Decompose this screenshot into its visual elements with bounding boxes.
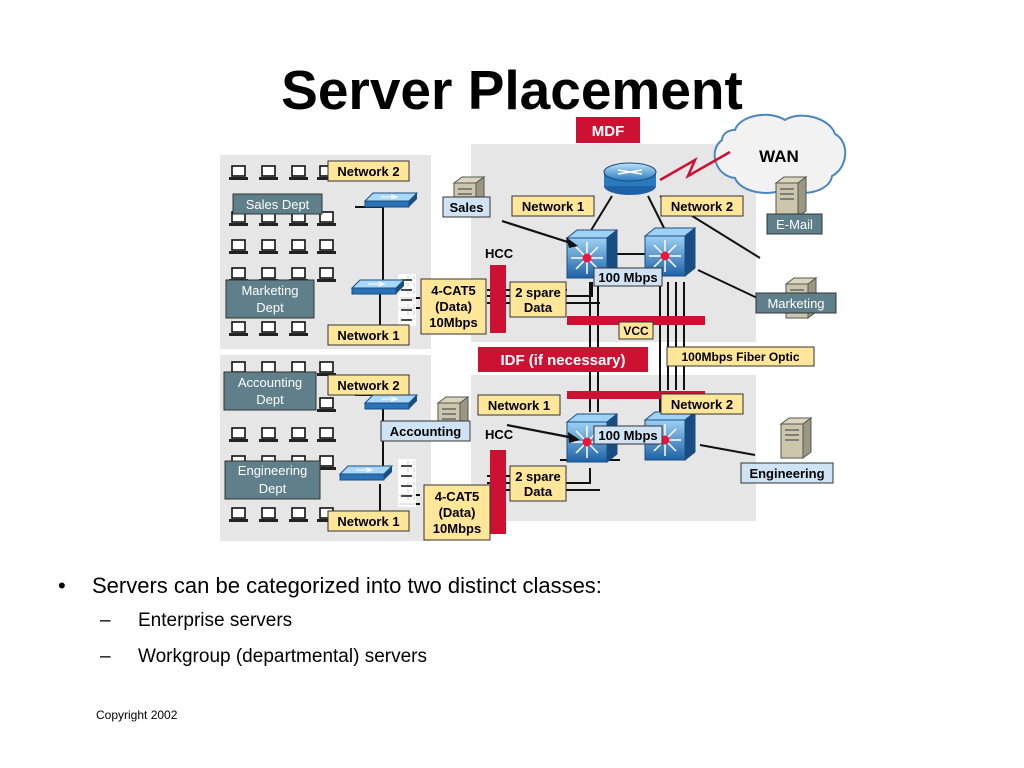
label-marketing-server: Marketing bbox=[755, 292, 837, 314]
label-accounting-server: Accounting bbox=[380, 420, 471, 442]
bullet-text: Servers can be categorized into two dist… bbox=[92, 573, 602, 598]
label-engineering-dept: Engineering Dept bbox=[224, 460, 321, 500]
label-email-server: E-Mail bbox=[766, 213, 823, 235]
copyright: Copyright 2002 bbox=[96, 708, 178, 722]
label-speed-bottom: 100 Mbps bbox=[593, 425, 663, 445]
svg-text:Accounting: Accounting bbox=[390, 424, 462, 439]
svg-text:Network 1: Network 1 bbox=[522, 199, 584, 214]
svg-text:10Mbps: 10Mbps bbox=[433, 521, 481, 536]
router-icon bbox=[603, 162, 657, 195]
svg-text:Network 1: Network 1 bbox=[337, 514, 399, 529]
svg-text:Sales: Sales bbox=[450, 200, 484, 215]
svg-text:IDF (if necessary): IDF (if necessary) bbox=[500, 352, 625, 369]
svg-text:100Mbps Fiber Optic: 100Mbps Fiber Optic bbox=[681, 350, 799, 364]
label-fiber-optic: 100Mbps Fiber Optic bbox=[666, 346, 815, 367]
label-network1-upper-floor: Network 1 bbox=[327, 324, 410, 346]
sub-bullet-text: Enterprise servers bbox=[138, 610, 293, 631]
hub-engineering-icon bbox=[339, 465, 393, 481]
label-network2-mdf: Network 2 bbox=[660, 195, 744, 217]
svg-text:E-Mail: E-Mail bbox=[776, 217, 813, 232]
svg-text:2 spare: 2 spare bbox=[515, 469, 561, 484]
bullet-dot: • bbox=[58, 573, 66, 598]
svg-text:Sales Dept: Sales Dept bbox=[246, 197, 310, 212]
label-cat5-lower: 4-CAT5 (Data) 10Mbps bbox=[423, 484, 491, 541]
label-hcc-top: HCC bbox=[485, 246, 514, 261]
server-email-icon bbox=[775, 176, 807, 218]
bullet-list: • Servers can be categorized into two dis… bbox=[58, 571, 602, 679]
svg-text:(Data): (Data) bbox=[439, 505, 476, 520]
vcc-bar-bottom bbox=[567, 391, 705, 399]
svg-text:Engineering: Engineering bbox=[749, 466, 824, 481]
label-hcc-bottom: HCC bbox=[485, 427, 514, 442]
svg-text:Data: Data bbox=[524, 484, 553, 499]
server-engineering-icon bbox=[780, 417, 812, 459]
svg-text:Data: Data bbox=[524, 300, 553, 315]
label-network2-lower-floor: Network 2 bbox=[327, 374, 410, 396]
svg-text:4-CAT5: 4-CAT5 bbox=[431, 283, 476, 298]
svg-text:VCC: VCC bbox=[623, 324, 649, 338]
bullet-item: • Servers can be categorized into two dis… bbox=[58, 571, 602, 601]
label-sales-server: Sales bbox=[442, 196, 491, 218]
label-accounting-dept: Accounting Dept bbox=[223, 371, 317, 411]
svg-text:Dept: Dept bbox=[256, 300, 284, 315]
hcc-bar-top bbox=[490, 265, 506, 333]
sub-bullet-dash: – bbox=[100, 646, 111, 667]
svg-text:Network 2: Network 2 bbox=[671, 397, 733, 412]
label-speed-top: 100 Mbps bbox=[593, 267, 663, 287]
svg-text:10Mbps: 10Mbps bbox=[429, 315, 477, 330]
slide-title: Server Placement bbox=[281, 59, 743, 121]
label-spare-data-bottom: 2 spare Data bbox=[509, 465, 567, 502]
vcc-bar-top bbox=[567, 316, 705, 325]
svg-text:100 Mbps: 100 Mbps bbox=[598, 428, 657, 443]
svg-text:Network 1: Network 1 bbox=[337, 328, 399, 343]
label-network1-lower-floor: Network 1 bbox=[327, 510, 410, 532]
svg-text:Network 1: Network 1 bbox=[488, 398, 550, 413]
svg-text:2 spare: 2 spare bbox=[515, 285, 561, 300]
hub-accounting-icon bbox=[364, 394, 418, 410]
svg-text:Network 2: Network 2 bbox=[671, 199, 733, 214]
svg-text:Network 2: Network 2 bbox=[337, 378, 399, 393]
svg-text:100 Mbps: 100 Mbps bbox=[598, 270, 657, 285]
hub-marketing-icon bbox=[351, 279, 405, 295]
hcc-bar-bottom bbox=[490, 450, 506, 534]
svg-text:Marketing: Marketing bbox=[767, 296, 824, 311]
svg-text:Dept: Dept bbox=[256, 392, 284, 407]
label-network1-lower-mdf: Network 1 bbox=[477, 394, 561, 416]
mdf-tab bbox=[576, 117, 640, 143]
svg-text:Engineering: Engineering bbox=[238, 463, 307, 478]
label-marketing-dept: Marketing Dept bbox=[225, 279, 315, 319]
svg-text:Network 2: Network 2 bbox=[337, 164, 399, 179]
sub-bullet-item: – Enterprise servers bbox=[100, 607, 602, 635]
label-network1-mdf: Network 1 bbox=[511, 195, 595, 217]
wan-label: WAN bbox=[759, 147, 799, 166]
svg-text:Accounting: Accounting bbox=[238, 375, 302, 390]
sub-bullet-item: – Workgroup (departmental) servers bbox=[100, 643, 602, 671]
mdf-label: MDF bbox=[592, 123, 625, 140]
svg-text:(Data): (Data) bbox=[435, 299, 472, 314]
hub-sales-icon bbox=[364, 192, 418, 208]
label-spare-data-top: 2 spare Data bbox=[509, 281, 567, 318]
label-sales-dept: Sales Dept bbox=[232, 193, 323, 215]
label-network2-lower-mdf: Network 2 bbox=[660, 393, 744, 415]
svg-text:Marketing: Marketing bbox=[241, 283, 298, 298]
sub-bullet-dash: – bbox=[100, 610, 111, 631]
svg-text:4-CAT5: 4-CAT5 bbox=[435, 489, 480, 504]
label-vcc: VCC bbox=[618, 321, 654, 340]
wan-cloud bbox=[713, 113, 847, 194]
sub-bullet-text: Workgroup (departmental) servers bbox=[138, 646, 427, 667]
label-network2-upper-floor: Network 2 bbox=[327, 160, 410, 182]
label-idf: IDF (if necessary) bbox=[478, 347, 648, 372]
label-engineering-server: Engineering bbox=[740, 462, 834, 484]
svg-text:Dept: Dept bbox=[259, 481, 287, 496]
label-cat5-upper: 4-CAT5 (Data) 10Mbps bbox=[420, 278, 487, 335]
